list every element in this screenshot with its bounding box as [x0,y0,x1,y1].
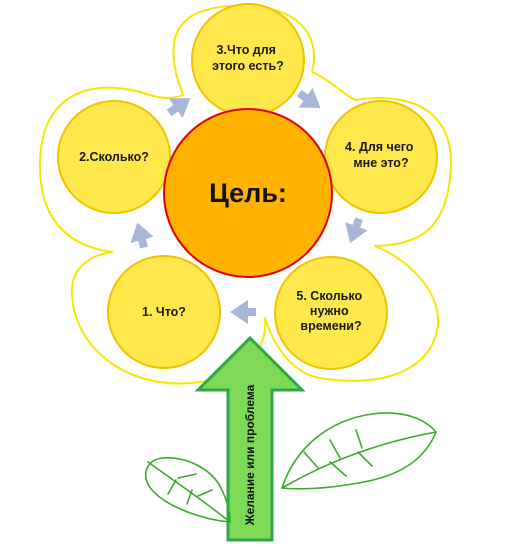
svg-text:4. Для чего мне это?: 4. Для чего мне это? [345,140,417,170]
petal-what-exists: 3.Что для этого есть? [191,3,305,117]
arrow-5-to-1 [230,300,256,324]
petal-what: 1. Что? [107,255,221,369]
stem-arrow: Желание или проблема [194,335,306,542]
svg-text:1. Что?: 1. Что? [142,305,186,319]
petal-what-for-line-2: мне это? [353,156,408,170]
petal-how-much: 2.Сколько? [57,100,171,214]
svg-text:2.Сколько?: 2.Сколько? [79,150,149,164]
center-goal: Цель: [163,108,333,278]
arrow-3-to-4 [296,87,321,109]
leaf-left [144,457,231,523]
petal-time-needed-line-2: нужно [310,304,349,318]
arrow-4-to-5 [345,217,368,244]
arrow-2-to-3 [166,97,191,119]
petal-time-needed-line-3: времени? [300,319,361,333]
center-goal-label: Цель: [209,178,287,208]
flow-arrows [130,87,368,324]
stem-arrow-label: Желание или проблема [243,384,257,526]
petal-what-for: 4. Для чего мне это? [324,100,438,214]
svg-text:3.Что для этого есть?: 3.Что для этого есть? [212,43,284,73]
petal-time-needed: 5. Сколько нужно времени? [274,256,388,370]
petal-what-line-1: 1. Что? [142,305,186,319]
svg-text:5. Сколько нужно в: 5. Сколько нужно времени? [296,289,365,333]
petal-how-much-line-1: 2.Сколько? [79,150,149,164]
flower-outline [38,4,453,385]
petal-what-for-line-1: 4. Для чего [345,140,414,154]
petal-what-exists-line-2: этого есть? [212,59,284,73]
petal-time-needed-line-1: 5. Сколько [296,289,362,303]
leaf-right [281,412,437,490]
arrow-1-to-2 [130,222,154,249]
petal-what-exists-line-1: 3.Что для [217,43,276,57]
